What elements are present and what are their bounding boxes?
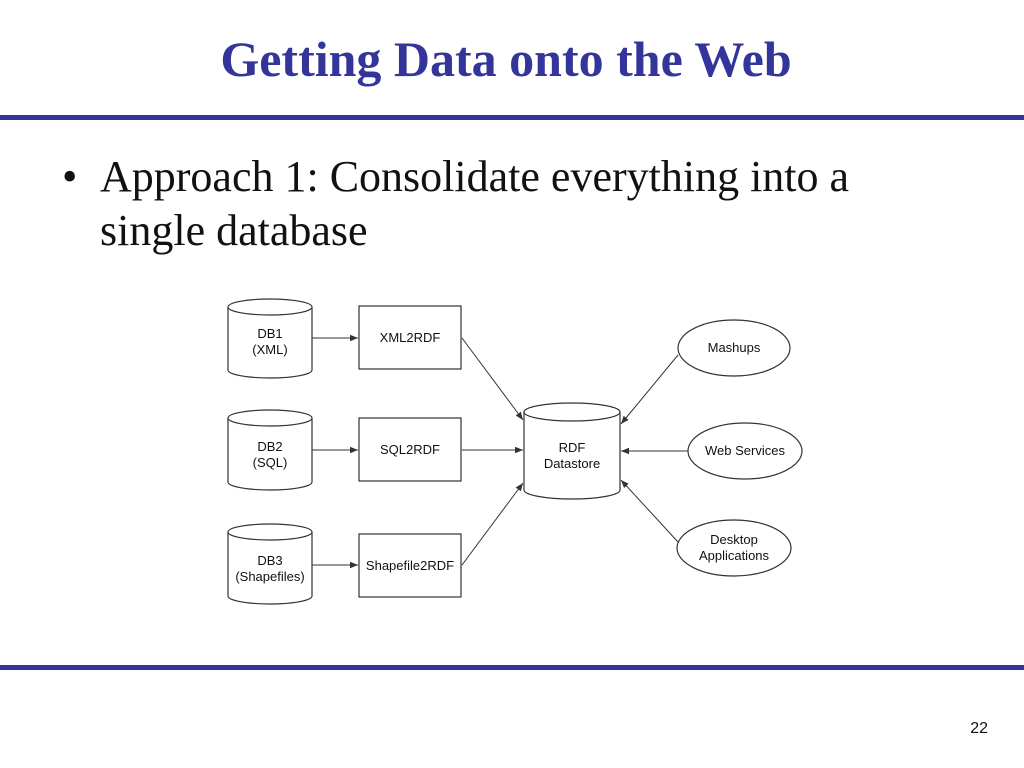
db1-cylinder: DB1 (XML) [227, 298, 313, 379]
web-services-label: Web Services [705, 443, 785, 458]
datastore-line1: RDF [559, 440, 586, 455]
sql2rdf-label: SQL2RDF [380, 442, 440, 457]
db1-name: DB1 [257, 326, 282, 341]
db3-type: (Shapefiles) [235, 569, 304, 584]
bullet-text: Approach 1: Consolidate everything into … [100, 152, 850, 255]
db1-type: (XML) [252, 342, 287, 357]
slide-title: Getting Data onto the Web [220, 31, 792, 87]
bullet-item: • Approach 1: Consolidate everything int… [62, 150, 962, 258]
page-number: 22 [970, 720, 988, 737]
desktop-label-line1: Desktop [710, 532, 758, 547]
arrow-mashups-to-datastore [620, 354, 679, 425]
arrow-shapefile2rdf-to-datastore [461, 482, 524, 566]
db2-type: (SQL) [253, 455, 288, 470]
mashups-label: Mashups [708, 340, 761, 355]
xml2rdf-label: XML2RDF [380, 330, 441, 345]
bullet-icon: • [62, 152, 78, 201]
mashups-ellipse: Mashups [677, 319, 791, 377]
db2-name: DB2 [257, 439, 282, 454]
top-divider [0, 115, 1024, 120]
datastore-line2: Datastore [544, 456, 600, 471]
web-services-ellipse: Web Services [687, 422, 803, 480]
arrow-xml2rdf-to-datastore [461, 337, 524, 421]
shapefile2rdf-label: Shapefile2RDF [366, 558, 454, 573]
bottom-divider [0, 665, 1024, 670]
desktop-applications-ellipse: Desktop Applications [676, 519, 792, 577]
db2-cylinder: DB2 (SQL) [227, 409, 313, 491]
db3-cylinder: DB3 (Shapefiles) [227, 523, 313, 605]
db3-name: DB3 [257, 553, 282, 568]
xml2rdf-box: XML2RDF [358, 305, 462, 370]
sql2rdf-box: SQL2RDF [358, 417, 462, 482]
desktop-label-line2: Applications [699, 548, 770, 563]
arrow-desktop-to-datastore [620, 479, 679, 543]
rdf-datastore-cylinder: RDF Datastore [523, 402, 621, 500]
shapefile2rdf-box: Shapefile2RDF [358, 533, 462, 598]
